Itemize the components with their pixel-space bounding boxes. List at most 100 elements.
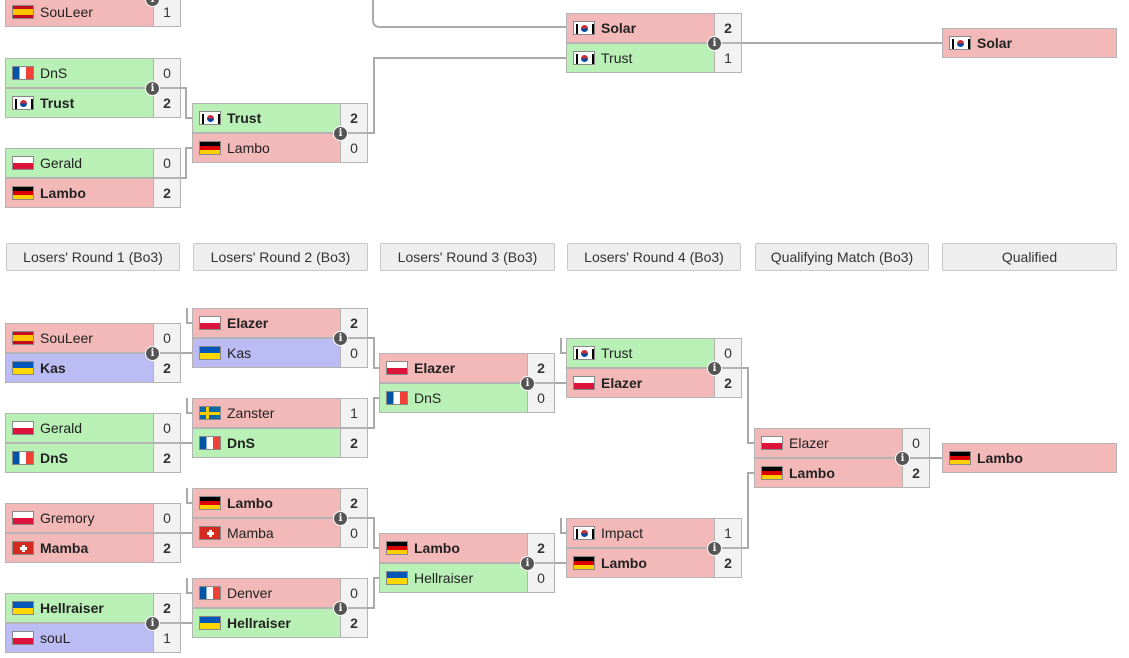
match-qualifying: Elazer 0 Lambo 2 i — [754, 428, 930, 488]
pl-flag-icon — [12, 631, 34, 645]
kr-flag-icon — [573, 21, 595, 35]
player-name: Trust — [601, 50, 633, 66]
es-flag-icon — [12, 5, 34, 19]
match-lr2-4: Denver 0 Hellraiser 2 i — [192, 578, 368, 638]
player-name: souL — [40, 630, 71, 646]
player-name: Trust — [227, 110, 262, 126]
player-name: Hellraiser — [40, 600, 104, 616]
player-score: 0 — [153, 504, 180, 532]
kr-flag-icon — [573, 526, 595, 540]
match-info-icon[interactable]: i — [333, 601, 348, 616]
match-slot: Denver 0 — [192, 578, 368, 608]
player-score: 0 — [340, 519, 367, 547]
kr-flag-icon — [949, 36, 971, 50]
match-info-icon[interactable]: i — [520, 556, 535, 571]
match-info-icon[interactable]: i — [333, 511, 348, 526]
match-info-icon[interactable]: i — [145, 346, 160, 361]
player-name: Solar — [977, 35, 1013, 51]
match-lr2-2: Zanster 1 DnS 2 — [192, 398, 368, 458]
pl-flag-icon — [761, 436, 783, 450]
ua-flag-icon — [199, 616, 221, 630]
match-slot: Elazer 2 — [192, 308, 368, 338]
player-name: Impact — [601, 525, 644, 541]
match-info-icon[interactable]: i — [707, 36, 722, 51]
player-name: Lambo — [414, 540, 460, 556]
header-qualified: Qualified — [942, 243, 1117, 271]
match-info-icon[interactable]: i — [520, 376, 535, 391]
player-name: Elazer — [227, 315, 269, 331]
player-name: Lambo — [227, 140, 270, 156]
player-name: Zanster — [227, 405, 275, 421]
pl-flag-icon — [12, 156, 34, 170]
ch-flag-icon — [12, 541, 34, 555]
match-lr3-2: Lambo 2 Hellraiser 0 i — [379, 533, 555, 593]
match-lr1-2: Gerald 0 DnS 2 — [5, 413, 181, 473]
player-score: 0 — [153, 414, 180, 442]
player-score: 1 — [340, 399, 367, 427]
ua-flag-icon — [12, 601, 34, 615]
match-lr2-3: Lambo 2 Mamba 0 i — [192, 488, 368, 548]
player-name: DnS — [227, 435, 255, 451]
header-losers-round-3: Losers' Round 3 (Bo3) — [380, 243, 555, 271]
match-info-icon[interactable]: i — [707, 361, 722, 376]
qualified-slot-upper: Solar — [942, 28, 1117, 58]
match-lr1-1: SouLeer 0 Kas 2 i — [5, 323, 181, 383]
player-name: Lambo — [601, 555, 647, 571]
match-lr1-3: Gremory 0 Mamba 2 — [5, 503, 181, 563]
ua-flag-icon — [199, 346, 221, 360]
match-slot: Lambo 0 — [192, 133, 368, 163]
player-score: 2 — [340, 429, 367, 457]
player-name: Elazer — [789, 435, 829, 451]
kr-flag-icon — [199, 111, 221, 125]
match-info-icon[interactable]: i — [707, 541, 722, 556]
fr-flag-icon — [386, 391, 408, 405]
fr-flag-icon — [12, 451, 34, 465]
player-name: Trust — [601, 345, 633, 361]
match-slot: Trust 2 — [192, 103, 368, 133]
player-name: Gerald — [40, 155, 83, 171]
match-slot: Gerald 0 — [5, 413, 181, 443]
fr-flag-icon — [12, 66, 34, 80]
header-losers-round-1: Losers' Round 1 (Bo3) — [6, 243, 180, 271]
player-name: Gremory — [40, 510, 95, 526]
match-slot: Zanster 1 — [192, 398, 368, 428]
player-name: Mamba — [227, 525, 274, 541]
player-score: 2 — [340, 489, 367, 517]
player-name: Solar — [601, 20, 637, 36]
pl-flag-icon — [573, 376, 595, 390]
match-lr2-1: Elazer 2 Kas 0 i — [192, 308, 368, 368]
player-name: DnS — [40, 65, 68, 81]
match-info-icon[interactable]: i — [333, 126, 348, 141]
player-score: 0 — [153, 149, 180, 177]
pl-flag-icon — [12, 421, 34, 435]
match-lr1-4: Hellraiser 2 souL 1 i — [5, 593, 181, 653]
match-info-icon[interactable]: i — [895, 451, 910, 466]
match-lr4-2: Impact 1 Lambo 2 i — [566, 518, 742, 578]
player-name: Kas — [227, 345, 252, 361]
player-name: Mamba — [40, 540, 89, 556]
header-losers-round-2: Losers' Round 2 (Bo3) — [193, 243, 368, 271]
fr-flag-icon — [199, 436, 221, 450]
match-slot: Elazer 0 — [754, 428, 930, 458]
ua-flag-icon — [386, 571, 408, 585]
de-flag-icon — [199, 141, 221, 155]
match-info-icon[interactable]: i — [145, 81, 160, 96]
kr-flag-icon — [573, 51, 595, 65]
header-qualifying-match: Qualifying Match (Bo3) — [755, 243, 929, 271]
player-name: Lambo — [227, 495, 273, 511]
match-lr4-1: Trust 0 Elazer 2 i — [566, 338, 742, 398]
player-score: 2 — [153, 444, 180, 472]
se-flag-icon — [199, 406, 221, 420]
match-upper-1: DnS 0 Trust 2 i — [5, 58, 181, 118]
player-name: Lambo — [977, 450, 1023, 466]
player-name: SouLeer — [40, 330, 93, 346]
player-name: Elazer — [414, 360, 456, 376]
match-slot: Mamba 0 — [192, 518, 368, 548]
match-info-icon[interactable]: i — [145, 616, 160, 631]
match-info-icon[interactable]: i — [333, 331, 348, 346]
kr-flag-icon — [12, 96, 34, 110]
player-name: Lambo — [789, 465, 835, 481]
match-slot: Hellraiser 0 — [379, 563, 555, 593]
player-name: Gerald — [40, 420, 83, 436]
pl-flag-icon — [386, 361, 408, 375]
